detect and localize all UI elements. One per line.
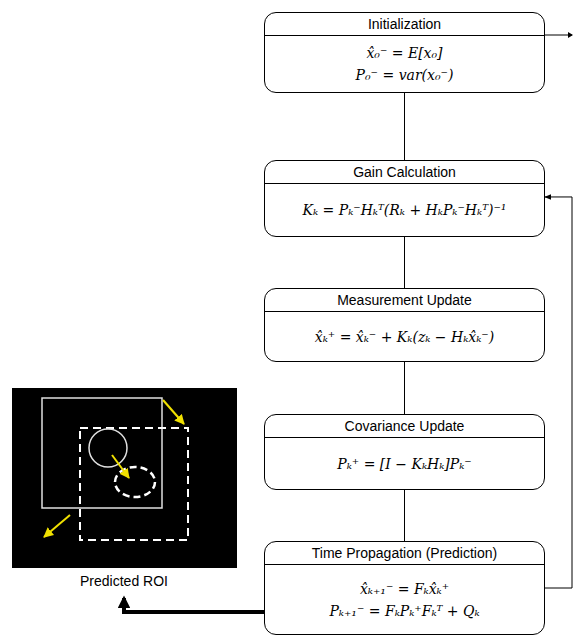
predicted-object (115, 467, 155, 497)
roi-panel (12, 388, 237, 568)
output-arrow (124, 598, 264, 612)
predicted-roi (80, 428, 188, 540)
init-lead-head (568, 32, 573, 38)
figure-caption: Predicted ROI (80, 573, 168, 589)
equation: x̂ₖ⁺ = x̂ₖ⁻ + Kₖ(zₖ − Hₖx̂ₖ⁻) (273, 326, 536, 348)
flow-connector (404, 362, 405, 414)
box-body: x̂ₖ⁺ = x̂ₖ⁻ + Kₖ(zₖ − Hₖx̂ₖ⁻) (265, 312, 544, 354)
box-heading: Gain Calculation (265, 161, 544, 184)
motion-arrow (112, 455, 129, 478)
current-roi (42, 398, 162, 508)
box-heading: Covariance Update (265, 415, 544, 438)
flow-connector (404, 93, 405, 160)
equation: x̂ₖ₊₁⁻ = Fₖx̂ₖ⁺ (273, 578, 536, 600)
equation: Pₖ₊₁⁻ = FₖPₖ⁺Fₖᵀ + Qₖ (273, 600, 536, 622)
process-box: Measurement Update x̂ₖ⁺ = x̂ₖ⁻ + Kₖ(zₖ − … (264, 288, 545, 362)
motion-arrow (44, 515, 70, 537)
flow-connector (404, 490, 405, 541)
process-box: Gain Calculation Kₖ = Pₖ⁻Hₖᵀ(Rₖ + HₖPₖ⁻Hₖ… (264, 160, 545, 237)
equation: Kₖ = Pₖ⁻Hₖᵀ(Rₖ + HₖPₖ⁻Hₖᵀ)⁻¹ (273, 199, 536, 221)
flow-connector (545, 197, 572, 588)
box-heading: Initialization (265, 13, 544, 36)
process-box: Covariance UpdatePₖ⁺ = [I − KₖHₖ]Pₖ⁻ (264, 414, 545, 490)
process-box: Initializationx̂₀⁻ = E[x₀]P₀⁻ = var(x₀⁻) (264, 12, 545, 93)
box-heading: Time Propagation (Prediction) (265, 542, 544, 565)
process-box: Time Propagation (Prediction)x̂ₖ₊₁⁻ = Fₖ… (264, 541, 545, 635)
init-lead (545, 35, 572, 36)
box-heading: Measurement Update (265, 289, 544, 312)
equation: x̂₀⁻ = E[x₀] (273, 42, 536, 64)
box-body: Kₖ = Pₖ⁻Hₖᵀ(Rₖ + HₖPₖ⁻Hₖᵀ)⁻¹ (265, 184, 544, 227)
equation: P₀⁻ = var(x₀⁻) (273, 64, 536, 86)
flow-connector (404, 237, 405, 288)
equation: Pₖ⁺ = [I − KₖHₖ]Pₖ⁻ (273, 453, 536, 475)
box-body: Pₖ⁺ = [I − KₖHₖ]Pₖ⁻ (265, 438, 544, 481)
current-object (89, 429, 127, 467)
box-body: x̂ₖ₊₁⁻ = Fₖx̂ₖ⁺Pₖ₊₁⁻ = FₖPₖ⁺Fₖᵀ + Qₖ (265, 565, 544, 628)
motion-arrow (163, 400, 184, 424)
box-body: x̂₀⁻ = E[x₀]P₀⁻ = var(x₀⁻) (265, 36, 544, 92)
